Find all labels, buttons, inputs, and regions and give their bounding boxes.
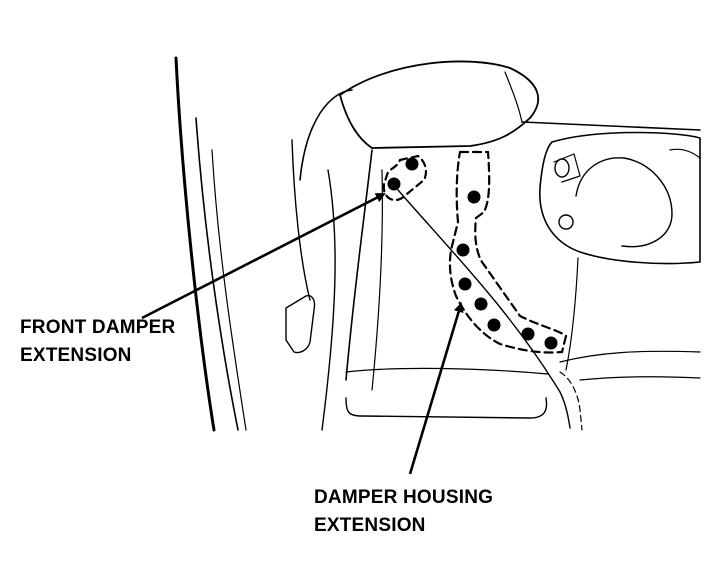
spot-weld-housing-1 bbox=[467, 190, 481, 204]
strut-tower-inner bbox=[321, 169, 336, 431]
label-front-line2: EXTENSION bbox=[20, 345, 132, 366]
spot-weld-housing-4 bbox=[474, 297, 488, 311]
spot-weld-housing-3 bbox=[458, 277, 472, 291]
upper-frame-lower bbox=[339, 94, 531, 149]
upper-frame-ledge bbox=[521, 121, 701, 131]
arrow-damper-housing bbox=[408, 302, 464, 475]
diagonal-brace bbox=[397, 189, 571, 429]
spot-weld-housing-6 bbox=[521, 327, 535, 341]
damper-housing-extension bbox=[448, 150, 568, 354]
right-rail bbox=[579, 376, 701, 381]
spot-weld-housing-2 bbox=[456, 243, 470, 257]
pillar-outer-line bbox=[174, 56, 216, 432]
label-housing-line1: DAMPER HOUSING bbox=[314, 487, 494, 508]
strut-tower-right bbox=[371, 169, 383, 391]
mount-tab bbox=[553, 153, 581, 183]
right-frame-lower bbox=[559, 371, 583, 431]
lower-floor-line bbox=[345, 367, 549, 375]
label-front-damper-extension: FRONT DAMPER EXTENSION bbox=[20, 314, 175, 370]
label-housing-line2: EXTENSION bbox=[314, 515, 426, 536]
spot-weld-housing-5 bbox=[487, 318, 501, 332]
component-housing bbox=[539, 131, 701, 265]
lower-tray bbox=[345, 397, 548, 419]
mount-boss-lower bbox=[558, 214, 574, 230]
component-bowl bbox=[575, 157, 673, 248]
component-edge bbox=[669, 148, 701, 159]
front-damper-extension bbox=[382, 154, 428, 202]
spot-weld-front-1 bbox=[405, 157, 419, 171]
arrow-front-damper bbox=[141, 192, 386, 320]
spot-weld-housing-7 bbox=[544, 336, 558, 350]
spot-weld-front-2 bbox=[387, 177, 401, 191]
upper-frame-top bbox=[339, 60, 540, 119]
fender-panel-curve bbox=[299, 89, 353, 181]
mount-boss-upper bbox=[554, 158, 570, 178]
fender-panel-left-edge bbox=[291, 139, 311, 301]
pillar-trim-line bbox=[211, 149, 247, 431]
label-front-line1: FRONT DAMPER bbox=[20, 317, 176, 338]
upper-frame-notch bbox=[504, 71, 523, 123]
pillar-inner-line bbox=[195, 117, 239, 431]
label-damper-housing-extension: DAMPER HOUSING EXTENSION bbox=[314, 484, 493, 540]
strut-tower-outline bbox=[345, 149, 373, 381]
floor-right bbox=[559, 350, 701, 363]
access-hole bbox=[285, 294, 316, 354]
right-frame-upper bbox=[565, 257, 579, 371]
